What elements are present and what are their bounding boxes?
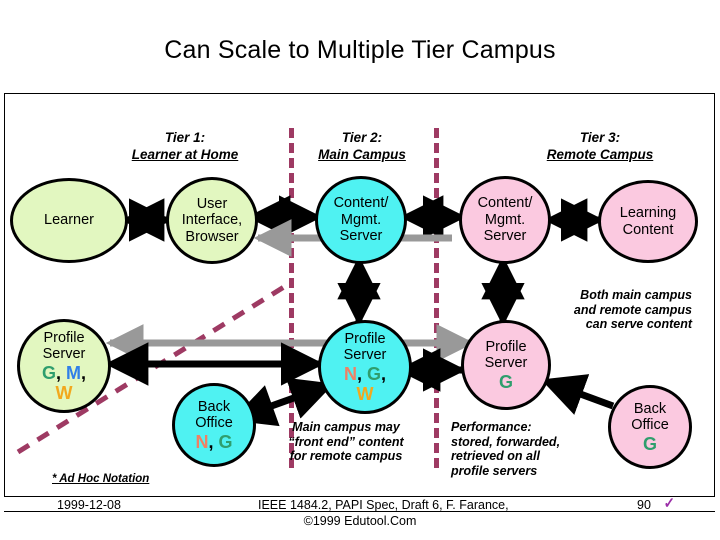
node-profile-main-line-0: Profile <box>344 330 386 347</box>
tier-separator-1-2 <box>289 128 294 468</box>
node-profile-server-home[interactable]: Profile Server G, M, W <box>17 319 111 413</box>
ad-hoc-notation-note: * Ad Hoc Notation <box>52 473 150 485</box>
node-profile-main-codes2: W <box>356 383 374 404</box>
node-content-remote-line-2: Server <box>483 228 527 245</box>
node-profile-home-codes2: W <box>55 382 73 403</box>
page-title: Can Scale to Multiple Tier Campus <box>164 36 556 64</box>
tier-1-name: Tier 1: <box>164 130 206 145</box>
node-profile-main-line-1: Server <box>343 347 387 363</box>
node-content-remote-line-0: Content/ <box>477 195 533 212</box>
node-learner-line-0: Learner <box>44 212 94 229</box>
footer-divider <box>4 511 715 512</box>
node-content-remote-line-1: Mgmt. <box>484 211 526 228</box>
node-user-interface[interactable]: User Interface, Browser <box>166 177 258 264</box>
node-profile-main-codes: N, G, <box>343 363 387 384</box>
node-back-office-remote[interactable]: Back Office G <box>608 385 692 469</box>
tier-3-name: Tier 3: <box>579 130 621 145</box>
node-back-office-main[interactable]: Back Office N, G <box>172 383 256 467</box>
annotation-front-end: Main campus may “front end” content for … <box>288 420 404 463</box>
footer-page-number: 90 <box>637 498 651 512</box>
tier-3-sub: Remote Campus <box>546 147 654 162</box>
node-back-office-remote-line-1: Office <box>631 417 669 433</box>
tier-1-sub: Learner at Home <box>131 147 239 162</box>
node-back-office-remote-codes: G <box>642 433 657 454</box>
node-profile-remote-codes: G <box>498 371 513 392</box>
node-profile-home-line-0: Profile <box>43 329 85 346</box>
node-back-office-main-codes: N, G <box>195 431 233 452</box>
tier-header-2: Tier 2: Main Campus <box>298 129 426 163</box>
node-profile-remote-line-1: Server <box>484 355 528 371</box>
node-profile-remote-line-0: Profile <box>485 338 527 355</box>
node-learning-content-line-0: Learning <box>619 205 677 221</box>
node-back-office-main-line-0: Back <box>197 398 231 415</box>
node-back-office-main-line-1: Office <box>195 415 233 431</box>
tier-separator-2-3 <box>434 128 439 468</box>
annotation-performance: Performance: stored, forwarded, retrieve… <box>451 420 561 478</box>
tier-header-3: Tier 3: Remote Campus <box>510 129 690 163</box>
footer-source: IEEE 1484.2, PAPI Spec, Draft 6, F. Fara… <box>258 498 509 512</box>
node-content-main-line-1: Mgmt. <box>340 211 382 228</box>
tier-2-name: Tier 2: <box>341 130 383 145</box>
checkmark-icon: ✓ <box>663 495 675 512</box>
footer-copyright: ©1999 Edutool.Com <box>303 514 417 528</box>
node-content-main-line-2: Server <box>339 228 383 245</box>
node-content-mgmt-server-remote[interactable]: Content/ Mgmt. Server <box>459 176 551 264</box>
node-content-main-line-0: Content/ <box>333 195 389 212</box>
footer-date: 1999-12-08 <box>57 498 121 512</box>
node-learner[interactable]: Learner <box>10 178 128 263</box>
node-content-mgmt-server-main[interactable]: Content/ Mgmt. Server <box>315 176 407 264</box>
node-profile-server-remote[interactable]: Profile Server G <box>461 320 551 410</box>
annotation-both-campus: Both main campus and remote campus can s… <box>573 288 692 331</box>
node-profile-server-main[interactable]: Profile Server N, G, W <box>318 320 412 414</box>
diagram-frame <box>4 93 715 497</box>
tier-header-1: Tier 1: Learner at Home <box>100 129 270 163</box>
node-user-interface-line-0: User <box>196 195 228 212</box>
tier-2-sub: Main Campus <box>318 147 406 162</box>
node-back-office-remote-line-0: Back <box>633 400 667 417</box>
node-learning-content[interactable]: Learning Content <box>598 180 698 263</box>
node-user-interface-line-1: Interface, <box>181 212 243 229</box>
node-profile-home-codes: G, M, <box>41 362 87 383</box>
node-learning-content-line-1: Content <box>622 221 674 238</box>
node-profile-home-line-1: Server <box>42 346 86 362</box>
node-user-interface-line-2: Browser <box>185 228 239 245</box>
